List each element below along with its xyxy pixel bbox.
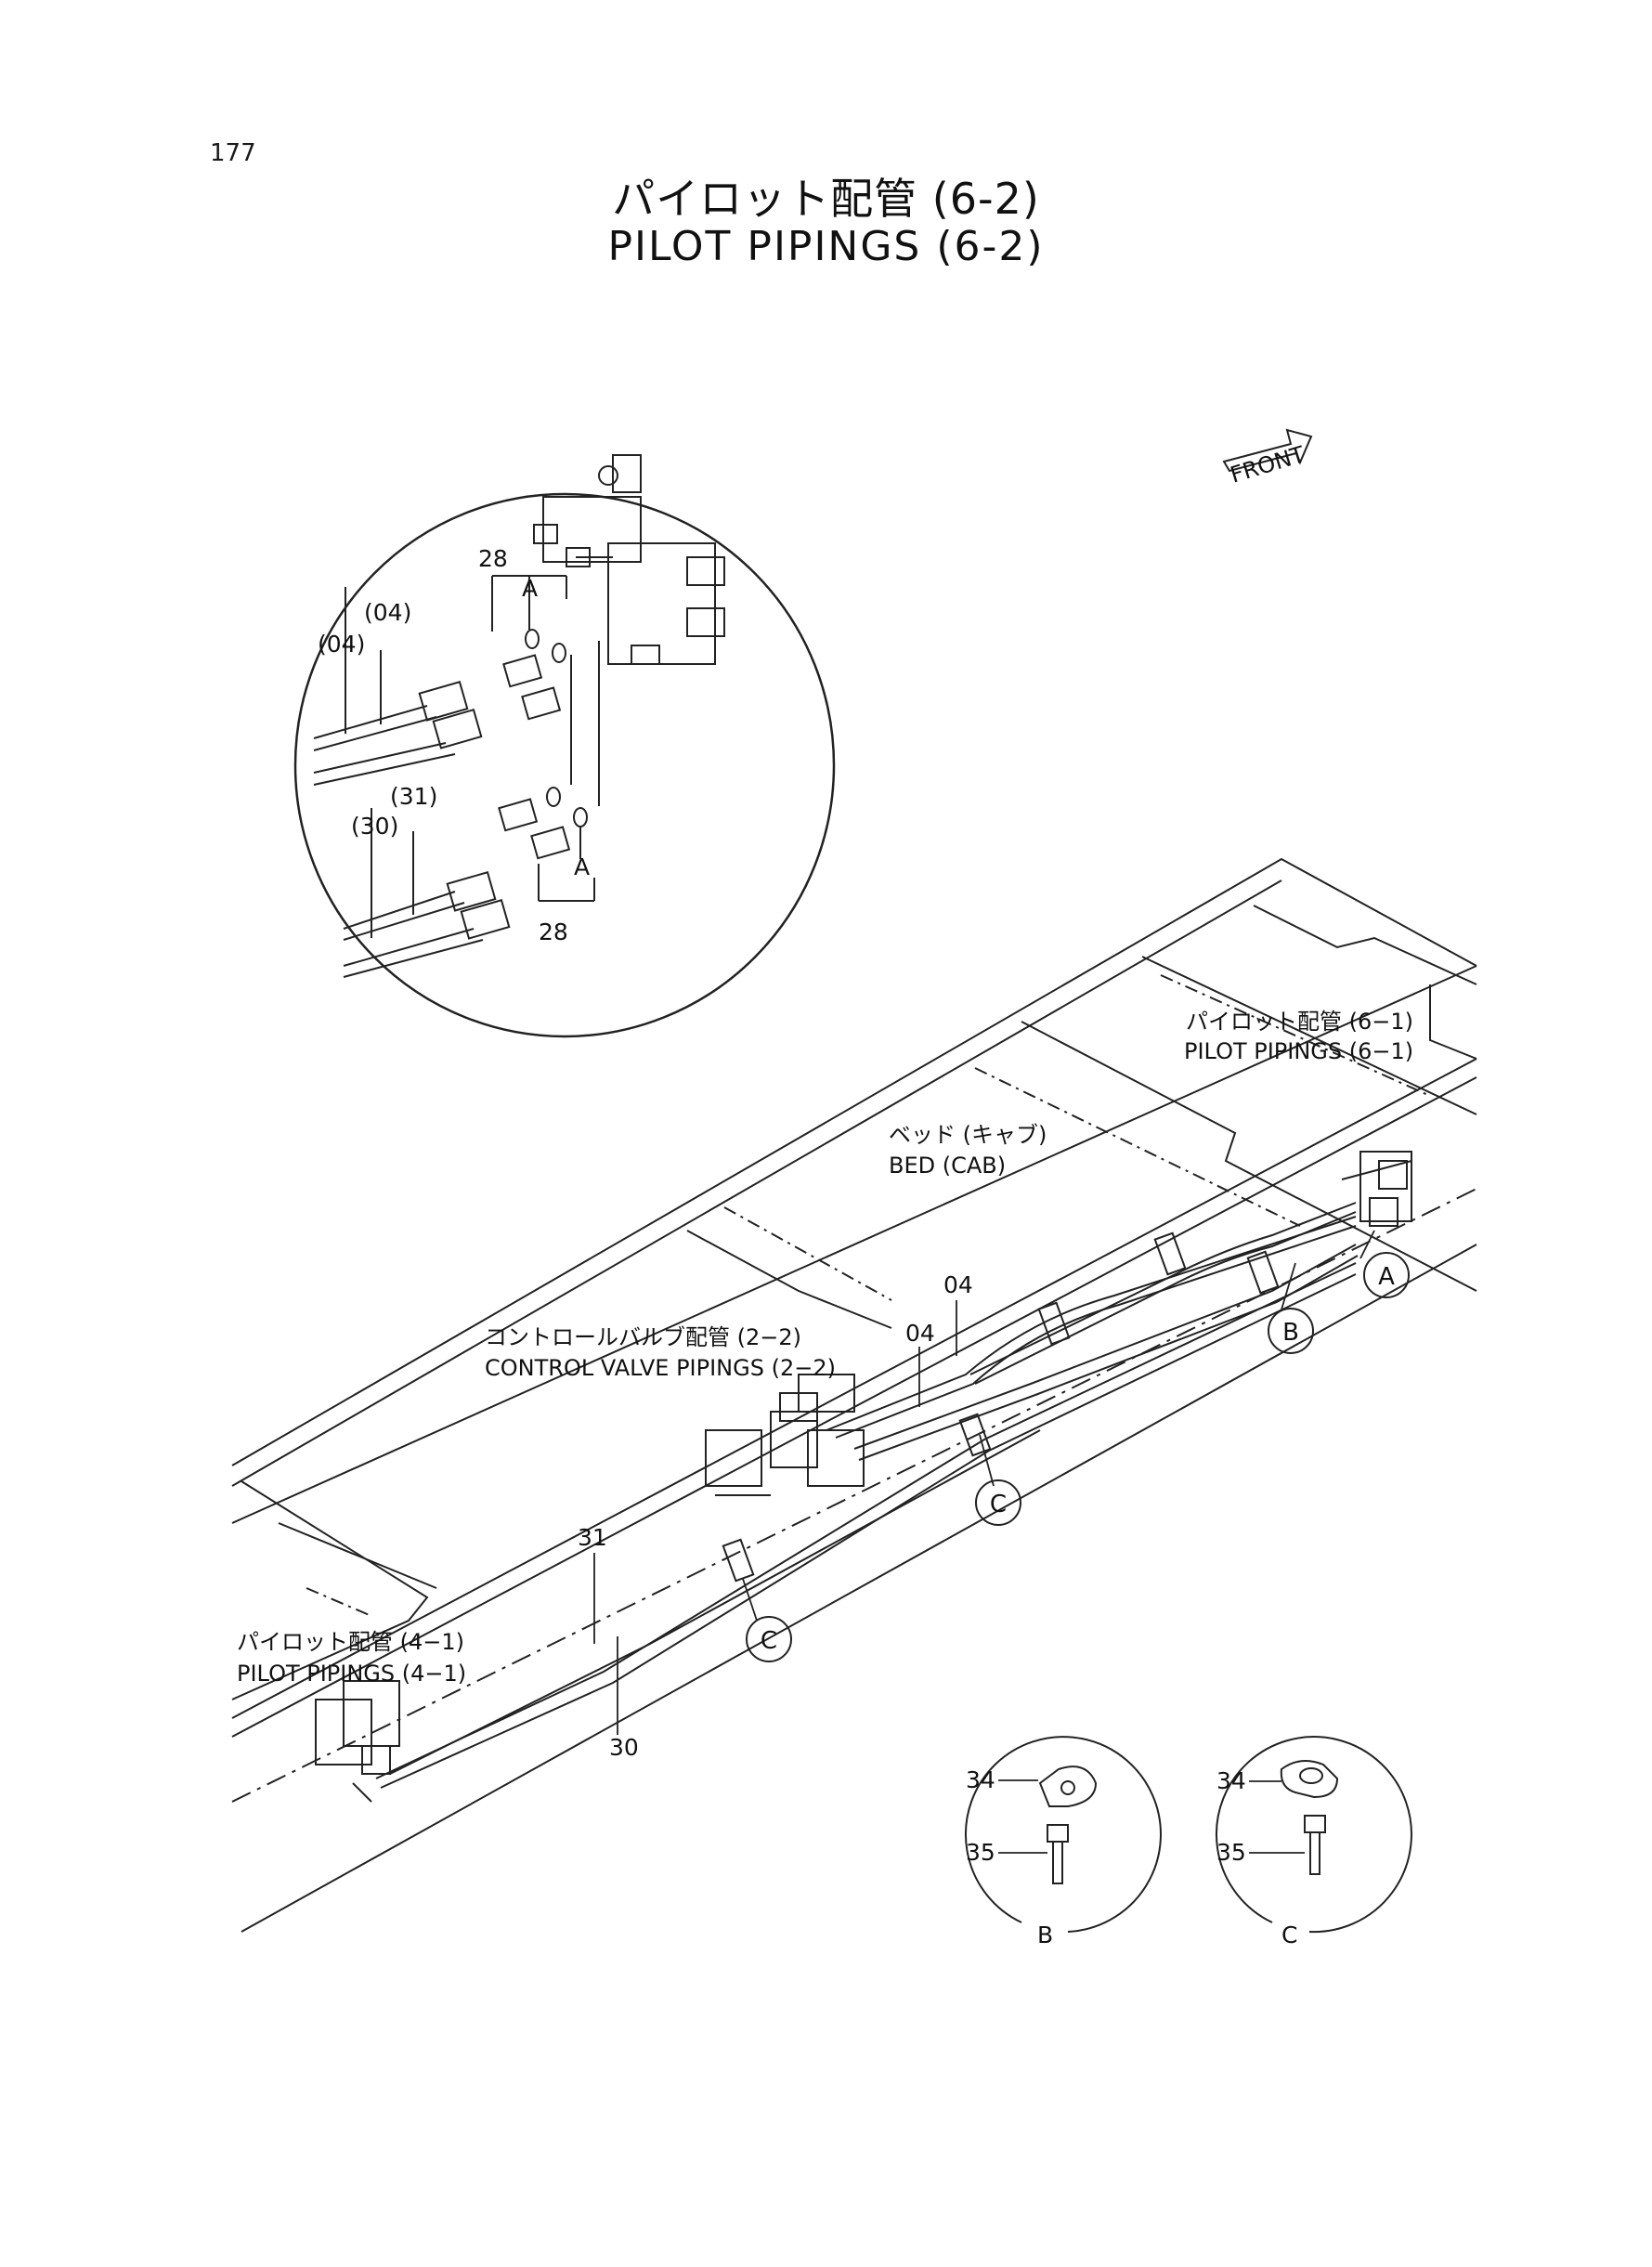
part-31: (31) [390, 783, 437, 810]
detail-c-part-34: 34 [1216, 1767, 1246, 1794]
bolt-icon [1047, 1824, 1069, 1884]
clamp-icon [1038, 1765, 1098, 1807]
o-ring-icons [491, 575, 600, 902]
letter-a-top: A [522, 575, 538, 602]
ref-control-valve-jp: コントロールバルブ配管 (2−2) [485, 1324, 801, 1350]
hose-lower [343, 798, 571, 978]
bolt-icon [1304, 1815, 1326, 1875]
control-block-right-icon [1341, 1151, 1412, 1227]
front-arrow-icon: FRONT [1222, 428, 1313, 489]
detail-c: 34 35 C [1215, 1736, 1412, 1948]
title-english: PILOT PIPINGS (6-2) [607, 223, 1045, 270]
callout-a-letter: A [1378, 1263, 1395, 1291]
callout-b-letter: B [1282, 1319, 1299, 1347]
main-part-04-b: 04 [905, 1320, 935, 1347]
hose-clamps [722, 1231, 1280, 1583]
callout-c2-letter: C [761, 1627, 777, 1655]
ref-pilot-4-1-jp: パイロット配管 (4−1) [237, 1629, 464, 1655]
part-04-a: (04) [364, 599, 411, 626]
clamp-icon [1280, 1760, 1339, 1799]
part-28-top: 28 [478, 545, 508, 572]
part-04-b: (04) [318, 631, 365, 658]
control-block-left-icon [315, 1680, 400, 1803]
ref-control-valve-en: CONTROL VALVE PIPINGS (2−2) [485, 1355, 836, 1381]
pilot-hoses [375, 1202, 1359, 1789]
callout-a: A [1363, 1252, 1410, 1298]
ref-pilot-4-1-en: PILOT PIPINGS (4−1) [237, 1661, 466, 1687]
ref-pilot-6-1-jp: パイロット配管 (6−1) [1186, 1009, 1413, 1035]
detail-c-part-35: 35 [1216, 1839, 1246, 1866]
detail-circle: 28 A (04) (04) (31) (30) A 28 [293, 454, 836, 1038]
front-label: FRONT [1228, 441, 1308, 489]
callout-b: B [1268, 1308, 1314, 1354]
letter-a-bottom: A [574, 853, 590, 880]
callout-c1: C [975, 1479, 1021, 1526]
valve-block-icon [533, 454, 725, 665]
main-part-04-a: 04 [943, 1271, 973, 1298]
part-30: (30) [351, 813, 398, 840]
detail-b-part-35: 35 [966, 1839, 995, 1866]
ref-bed-cab-en: BED (CAB) [889, 1153, 1006, 1179]
control-valve-block-icon [705, 1374, 865, 1496]
callout-c2: C [746, 1616, 792, 1662]
detail-b-letter: B [1037, 1922, 1053, 1948]
page-number: 177 [210, 139, 256, 167]
hose-upper [313, 587, 562, 786]
title-japanese: パイロット配管 (6-2) [612, 174, 1040, 224]
detail-b-part-34: 34 [966, 1766, 995, 1793]
ref-bed-cab-jp: ベッド (キャブ) [889, 1122, 1047, 1148]
leader-lines [593, 1230, 1375, 1735]
part-28-bottom: 28 [539, 919, 568, 945]
ref-pilot-6-1-en: PILOT PIPINGS (6−1) [1184, 1038, 1413, 1064]
detail-b: 34 35 B [964, 1736, 1162, 1948]
callout-c1-letter: C [990, 1491, 1007, 1518]
frame-outline [231, 857, 1477, 1933]
main-part-31: 31 [578, 1524, 607, 1551]
detail-c-letter: C [1281, 1922, 1297, 1948]
main-part-30: 30 [609, 1734, 639, 1761]
